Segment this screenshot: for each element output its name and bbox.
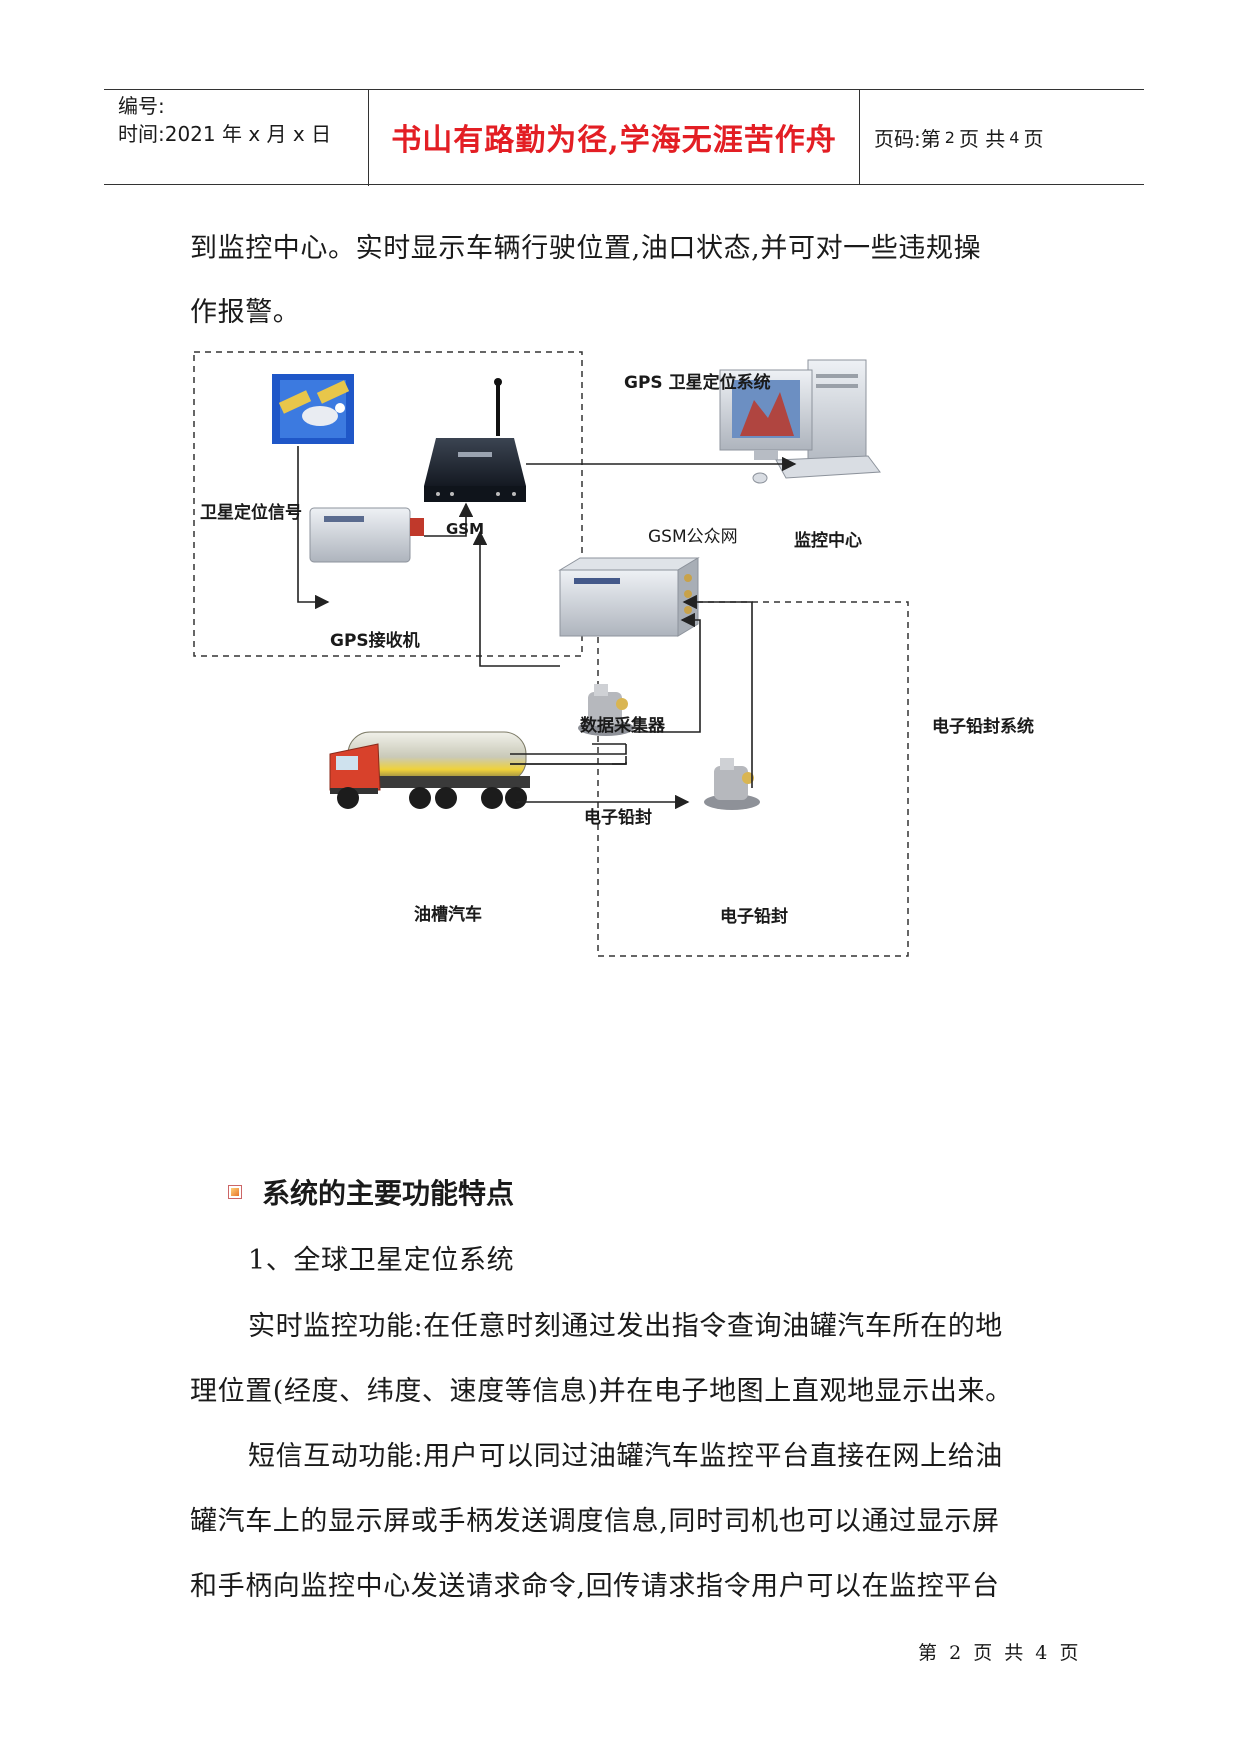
data-collector-device bbox=[558, 557, 700, 637]
label-data-collector: 数据采集器 bbox=[580, 715, 666, 736]
body-line-2: 作报警。 bbox=[190, 297, 301, 328]
section-heading: 系统的主要功能特点 bbox=[228, 1172, 514, 1212]
header-page-number: 2 bbox=[944, 127, 955, 147]
gps-receiver-device bbox=[309, 507, 424, 563]
footer-page-total: 4 bbox=[1035, 1642, 1051, 1664]
section-title-text: 系统的主要功能特点 bbox=[262, 1177, 515, 1210]
label-gsm-network: GSM公众网 bbox=[648, 527, 738, 547]
header-page-suffix: 页 bbox=[1023, 126, 1044, 151]
label-satellite-signal: 卫星定位信号 bbox=[200, 502, 302, 523]
seal-system-boundary bbox=[597, 601, 909, 957]
tanker-truck-icon bbox=[329, 731, 530, 809]
header-page-prefix: 页码:第 bbox=[874, 126, 941, 151]
label-gsm-module: GSM bbox=[446, 520, 484, 538]
electronic-seal-1-icon bbox=[578, 684, 634, 736]
paragraph-2-line-2: 罐汽车上的显示屏或手柄发送调度信息,同时司机也可以通过显示屏 bbox=[190, 1506, 1000, 1537]
label-gps-receiver: GPS接收机 bbox=[330, 630, 420, 651]
bullet-icon bbox=[228, 1185, 242, 1199]
body-line-1: 到监控中心。实时显示车辆行驶位置,油口状态,并可对一些违规操 bbox=[190, 233, 982, 264]
footer-page-number: 2 bbox=[949, 1642, 965, 1664]
gsm-module-device bbox=[424, 378, 526, 502]
electronic-seal-2-icon bbox=[704, 758, 760, 810]
label-seal-system: 电子铅封系统 bbox=[932, 716, 1034, 737]
document-time-label: 时间:2021 年 x 月 x 日 bbox=[118, 122, 332, 146]
document-number-label: 编号: bbox=[118, 94, 165, 118]
monitor-computer-icon bbox=[719, 359, 881, 484]
header-motto-cell: 书山有路勤为径,学海无涯苦作舟 bbox=[369, 90, 860, 184]
header-left-cell: 编号: 时间:2021 年 x 月 x 日 bbox=[104, 90, 369, 186]
page-footer: 第 2 页 共 4 页 bbox=[918, 1638, 1081, 1665]
footer-page-suffix: 页 bbox=[1059, 1642, 1082, 1664]
label-tanker-truck: 油槽汽车 bbox=[414, 904, 482, 925]
header-page-total: 4 bbox=[1009, 127, 1020, 147]
paragraph-2-line-3: 和手柄向监控中心发送请求命令,回传请求指令用户可以在监控平台 bbox=[190, 1571, 1000, 1602]
diagram-connectors bbox=[297, 446, 797, 810]
label-gps-system: GPS 卫星定位系统 bbox=[624, 372, 771, 393]
footer-page-prefix: 第 bbox=[918, 1642, 941, 1664]
footer-page-mid: 页 共 bbox=[973, 1642, 1027, 1664]
system-diagram: GPS 卫星定位系统 卫星定位信号 GSM GPS接收机 GSM公众网 监控中心… bbox=[193, 351, 1034, 957]
label-seal-1: 电子铅封 bbox=[584, 807, 652, 828]
satellite-icon bbox=[272, 374, 354, 444]
label-seal-2: 电子铅封 bbox=[720, 906, 788, 927]
paragraph-1-line-1: 实时监控功能:在任意时刻通过发出指令查询油罐汽车所在的地 bbox=[248, 1311, 1003, 1342]
paragraph-1-line-2: 理位置(经度、纬度、速度等信息)并在电子地图上直观地显示出来。 bbox=[190, 1376, 1013, 1407]
header-page-mid: 页 共 bbox=[958, 126, 1006, 151]
header-page-cell: 页码:第 2 页 共 4 页 bbox=[860, 90, 1158, 184]
gps-system-boundary bbox=[193, 351, 583, 657]
header-motto: 书山有路勤为径,学海无涯苦作舟 bbox=[391, 123, 837, 158]
page-header: 编号: 时间:2021 年 x 月 x 日 书山有路勤为径,学海无涯苦作舟 页码… bbox=[104, 89, 1144, 186]
paragraph-2-line-1: 短信互动功能:用户可以同过油罐汽车监控平台直接在网上给油 bbox=[248, 1441, 1003, 1472]
section-item-1: 1、全球卫星定位系统 bbox=[248, 1245, 515, 1276]
label-monitor-center: 监控中心 bbox=[794, 530, 862, 551]
